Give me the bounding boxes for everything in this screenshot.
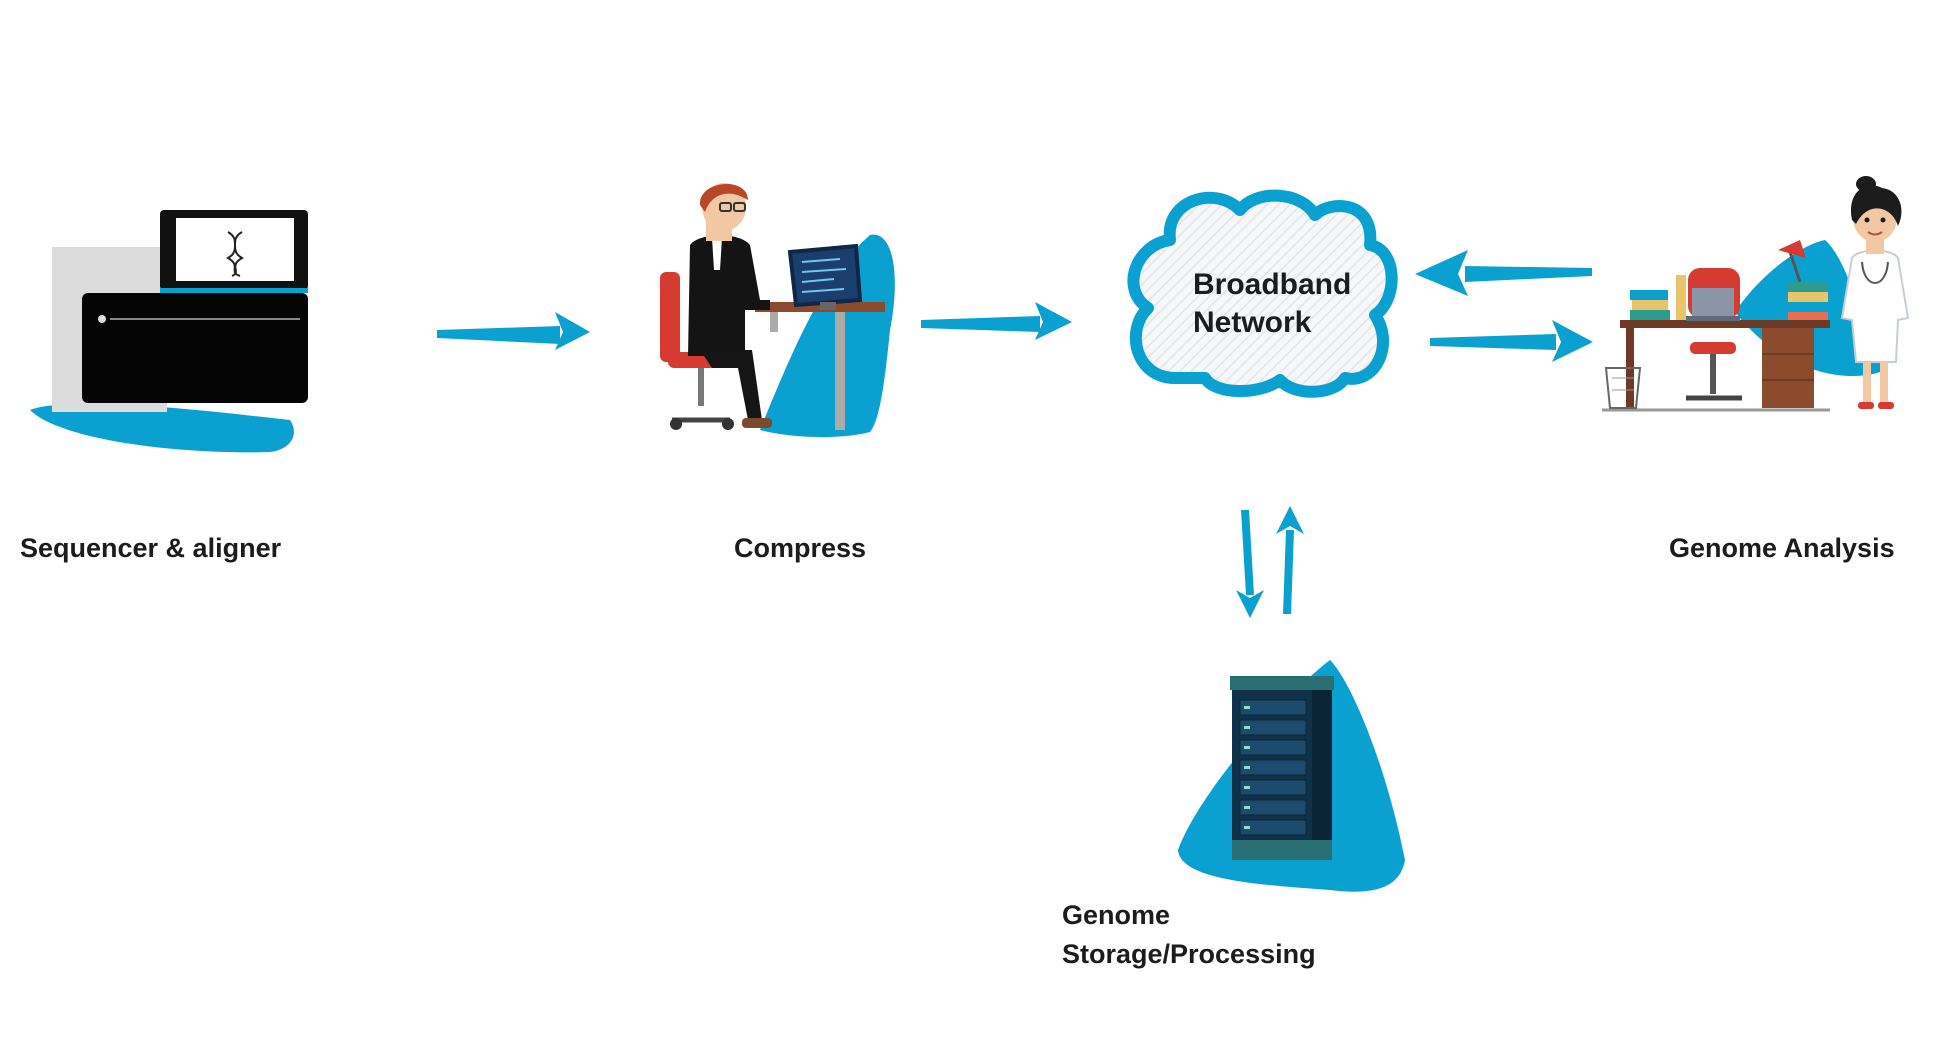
cloud-shape <box>1127 189 1398 398</box>
sequencer-led <box>98 315 106 323</box>
arrow-sequencer-to-compress <box>437 312 590 350</box>
doctor-at-desk-icon <box>1602 176 1910 412</box>
arrow-storage-to-network <box>1276 506 1304 614</box>
compress-label: Compress <box>734 533 867 563</box>
arrow-network-to-analysis <box>1430 320 1593 362</box>
sequencer-body <box>82 293 308 403</box>
storage-label-line2: Storage/Processing <box>1062 939 1316 969</box>
arrow-compress-to-network <box>921 302 1072 340</box>
cloud-icon: Broadband Network <box>1127 189 1398 398</box>
storage-label-line1: Genome <box>1062 900 1171 930</box>
network-label-line1: Broadband <box>1193 268 1351 301</box>
dna-icon <box>225 231 245 277</box>
compress-blob <box>760 234 895 438</box>
person-at-computer-icon <box>660 183 895 438</box>
server-rack-icon <box>1178 660 1405 892</box>
genome-analysis-label: Genome Analysis <box>1669 533 1895 563</box>
sequencer-accent-strip <box>160 288 308 293</box>
arrow-network-to-storage <box>1236 510 1264 618</box>
sequencer-shadow <box>30 403 294 453</box>
sequencer-machine-icon <box>30 210 308 453</box>
arrow-analysis-to-network <box>1415 250 1592 296</box>
sequencer-label: Sequencer & aligner <box>20 533 282 563</box>
network-label-line2: Network <box>1193 306 1312 339</box>
